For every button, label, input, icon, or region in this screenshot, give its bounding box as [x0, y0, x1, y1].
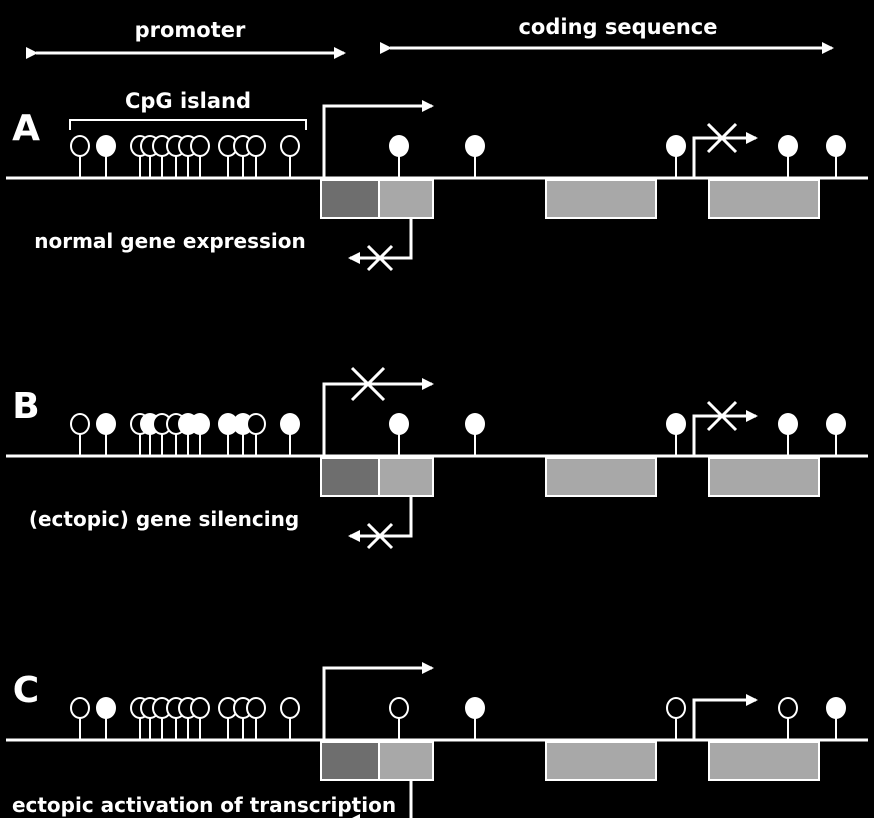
- antisense-block-x-b: [366, 522, 394, 550]
- body-cpg-site-2-methylated-icon: [465, 413, 485, 435]
- body-cpg-site-3-methylated-icon: [666, 413, 686, 435]
- cpg-site-2-methylated-icon: [96, 413, 116, 435]
- body-cpg-site-3-methylated-icon: [666, 135, 686, 157]
- body-cpg-site-2-methylated-icon: [465, 697, 485, 719]
- main-tss-arrow: [322, 662, 434, 740]
- body-cpg-site-1-methylated-icon: [389, 135, 409, 157]
- main-tss-block-x-b: [350, 366, 386, 402]
- antisense-block-x-b: [366, 244, 394, 272]
- alt-tss-block-x-b: [706, 122, 738, 154]
- cpg-site-2-methylated-icon: [96, 135, 116, 157]
- body-cpg-site-5-methylated-icon: [826, 135, 846, 157]
- cpg-site-11-unmethylated-icon: [246, 135, 266, 157]
- body-cpg-site-2-methylated-icon: [465, 135, 485, 157]
- panel-letter: C: [13, 670, 39, 711]
- exon-2-box: [545, 179, 657, 219]
- promoter-box-dark: [320, 179, 380, 219]
- cpg-site-8-methylated-icon: [190, 413, 210, 435]
- exon-1-box: [378, 179, 434, 219]
- coding-sequence-label: coding sequence: [518, 15, 717, 39]
- cpg-island-bracket: [69, 119, 307, 130]
- exon-1-box: [378, 741, 434, 781]
- cpg-site-11-unmethylated-icon: [246, 697, 266, 719]
- body-cpg-site-4-methylated-icon: [778, 135, 798, 157]
- cpg-site-8-unmethylated-icon: [190, 135, 210, 157]
- cpg-site-1-unmethylated-icon: [70, 413, 90, 435]
- panel-caption: ectopic activation of transcription: [12, 793, 396, 817]
- alt-tss-arrow: [692, 694, 758, 740]
- body-cpg-site-3-unmethylated-icon: [666, 697, 686, 719]
- promoter-label: promoter: [135, 18, 246, 42]
- alt-tss-arrow: [692, 410, 758, 456]
- body-cpg-site-1-methylated-icon: [389, 413, 409, 435]
- promoter-box-dark: [320, 457, 380, 497]
- cpg-site-11-unmethylated-icon: [246, 413, 266, 435]
- antisense-arrow: [348, 780, 413, 818]
- antisense-arrow: [348, 496, 413, 542]
- body-cpg-site-4-methylated-icon: [778, 413, 798, 435]
- exon-3-box: [708, 741, 820, 781]
- cpg-site-12-unmethylated-icon: [280, 135, 300, 157]
- main-tss-arrow: [322, 100, 434, 178]
- main-tss-arrow: [322, 378, 434, 456]
- exon-3-box: [708, 457, 820, 497]
- cpg-site-12-unmethylated-icon: [280, 697, 300, 719]
- panel-letter: A: [12, 108, 40, 149]
- promoter-box-dark: [320, 741, 380, 781]
- body-cpg-site-5-methylated-icon: [826, 413, 846, 435]
- alt-tss-arrow: [692, 132, 758, 178]
- exon-2-box: [545, 457, 657, 497]
- cpg-site-2-methylated-icon: [96, 697, 116, 719]
- cpg-site-1-unmethylated-icon: [70, 697, 90, 719]
- exon-1-box: [378, 457, 434, 497]
- cpg-site-1-unmethylated-icon: [70, 135, 90, 157]
- body-cpg-site-1-unmethylated-icon: [389, 697, 409, 719]
- body-cpg-site-5-methylated-icon: [826, 697, 846, 719]
- panel-caption: (ectopic) gene silencing: [29, 507, 299, 531]
- panel-b: B (ectopic) gene silencing: [6, 366, 868, 550]
- antisense-arrow: [348, 218, 413, 264]
- exon-3-box: [708, 179, 820, 219]
- cpg-island-label: CpG island: [125, 89, 251, 113]
- body-cpg-site-4-unmethylated-icon: [778, 697, 798, 719]
- cpg-site-12-methylated-icon: [280, 413, 300, 435]
- cpg-site-8-unmethylated-icon: [190, 697, 210, 719]
- alt-tss-block-x-b: [706, 400, 738, 432]
- exon-2-box: [545, 741, 657, 781]
- panel-caption: normal gene expression: [34, 229, 306, 253]
- panel-letter: B: [12, 386, 39, 427]
